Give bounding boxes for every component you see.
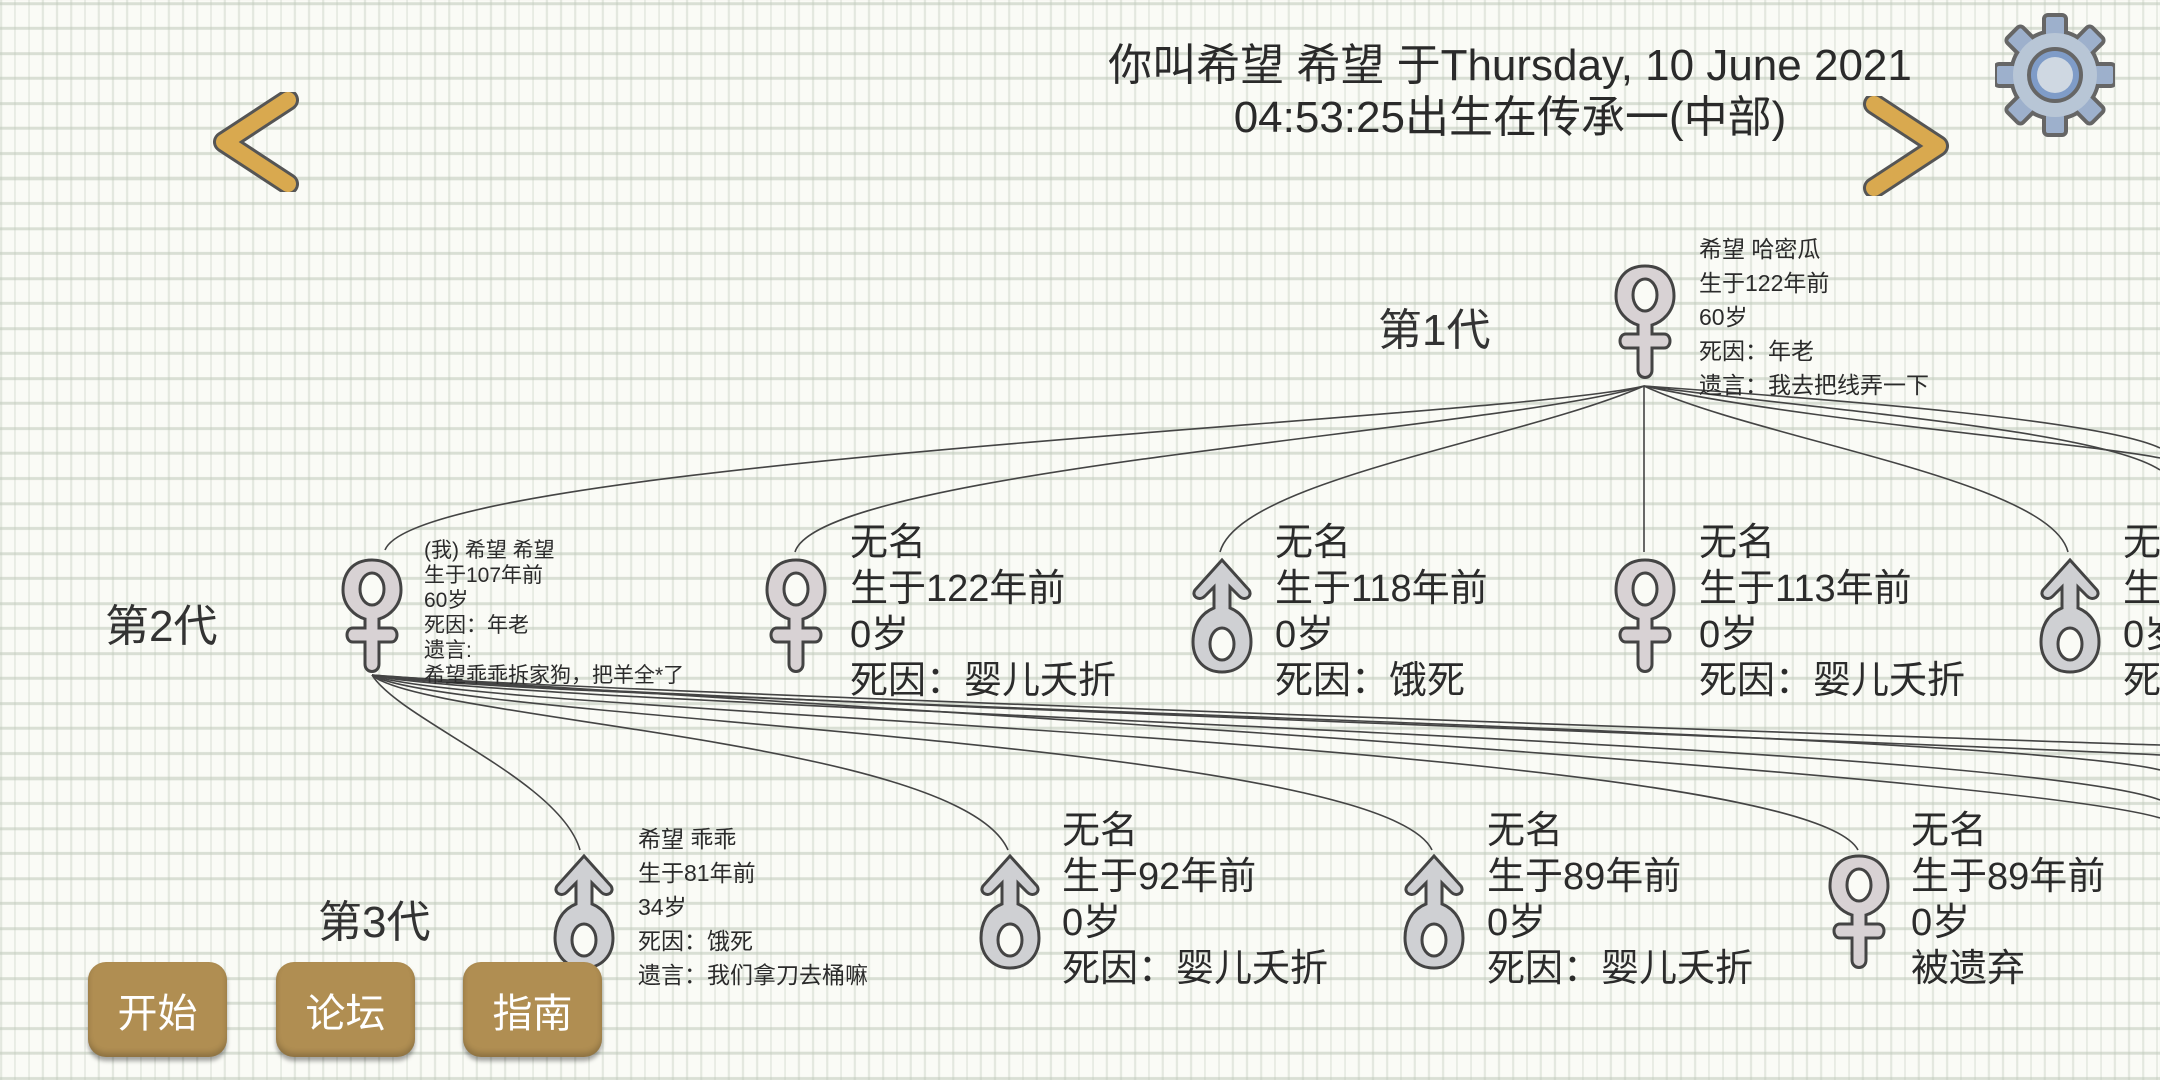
link	[371, 674, 1433, 851]
person-info-line: 死因：年老	[1699, 338, 1814, 364]
person-info-line: 0岁	[1062, 902, 1122, 944]
person-info-line: (我) 希望 希望	[424, 539, 555, 562]
person-info: 希望 哈密瓜生于122年前 60岁死因：年老遗言：我去把线弄一下	[1699, 232, 1929, 402]
generation-label: 第3代	[318, 898, 431, 947]
person-info-line: 0岁	[1487, 902, 1547, 944]
person-info-line: 生	[2123, 568, 2160, 610]
person-info-line: 无名	[1699, 522, 1776, 564]
person-info-line: 无名	[850, 522, 927, 564]
person-info-line: 无	[2123, 522, 2160, 564]
person-info-line: 死因：年老	[424, 614, 529, 637]
link	[371, 674, 2160, 756]
person-info-line: 0岁	[1911, 902, 1971, 944]
title-line-2: 04:53:25出生在传承一(中部)	[1233, 93, 1787, 142]
person-info-line: 死因：婴儿夭折	[1487, 948, 1754, 990]
person-info-line: 生于89年前	[1487, 856, 1682, 898]
person-info-line: 无名	[1062, 810, 1139, 852]
person-info-line: 60岁	[1699, 304, 1748, 330]
person-info-line: 遗言:	[424, 639, 472, 662]
female-symbol-icon[interactable]	[761, 556, 831, 674]
person-info: 无生0岁死	[2123, 520, 2160, 704]
person-info-line: 被遗弃	[1911, 948, 2026, 990]
person-info-line: 生于122年前	[1699, 270, 1830, 296]
person-info-line: 无名	[1911, 810, 1988, 852]
person-info-line: 希望 乖乖	[638, 826, 737, 852]
forum-button[interactable]: 论坛	[276, 962, 415, 1057]
person-info: 希望 乖乖生于81年前 34岁死因：饿死遗言：我们拿刀去桶嘛	[638, 822, 868, 992]
male-symbol-icon[interactable]	[975, 852, 1045, 970]
male-symbol-icon[interactable]	[2035, 556, 2105, 674]
person-info-line: 生于122年前	[850, 568, 1066, 610]
link	[1643, 385, 2160, 449]
birth-info-title: 你叫希望 希望 于Thursday, 10 June 2021 04:53:25…	[1050, 40, 1970, 144]
chevron-right-icon[interactable]	[1862, 96, 1952, 196]
link	[794, 385, 1645, 553]
link	[1643, 385, 2069, 553]
person-info-line: 0岁	[850, 614, 910, 656]
person-info-line: 死因：饿死	[638, 928, 753, 954]
person-info-line: 死因：婴儿夭折	[1699, 660, 1966, 702]
female-symbol-icon[interactable]	[1610, 262, 1680, 380]
link	[371, 674, 1009, 851]
person-info-line: 死因：饿死	[1275, 660, 1466, 702]
link	[371, 674, 2160, 801]
link	[1643, 385, 2160, 459]
male-symbol-icon[interactable]	[1399, 852, 1469, 970]
person-info-line: 希望 哈密瓜	[1699, 236, 1821, 262]
gear-icon[interactable]	[1995, 10, 2115, 140]
person-info-line: 生于81年前	[638, 860, 756, 886]
person-info-line: 60岁	[424, 589, 469, 612]
link	[371, 674, 581, 851]
person-info-line: 希望乖乖拆家狗，把羊全*了	[424, 664, 685, 687]
person-info-line: 0岁	[1275, 614, 1335, 656]
link	[384, 385, 1645, 551]
person-info-line: 无名	[1275, 522, 1352, 564]
link	[1643, 385, 2160, 471]
link	[1219, 385, 1645, 553]
person-info-line: 遗言：我们拿刀去桶嘛	[638, 962, 868, 988]
generation-label: 第2代	[105, 602, 218, 651]
person-info-line: 生于113年前	[1699, 568, 1912, 610]
person-info-line: 死因：婴儿夭折	[850, 660, 1117, 702]
female-symbol-icon[interactable]	[337, 556, 407, 674]
person-info-line: 0岁	[1699, 614, 1759, 656]
person-info-line: 死因：婴儿夭折	[1062, 948, 1329, 990]
title-line-1: 你叫希望 希望 于Thursday, 10 June 2021	[1108, 41, 1912, 90]
link	[371, 674, 2160, 746]
female-symbol-icon[interactable]	[1610, 556, 1680, 674]
person-info-line: 生于89年前	[1911, 856, 2106, 898]
link	[371, 674, 2160, 771]
chevron-left-icon[interactable]	[210, 92, 300, 192]
person-info-line: 生于118年前	[1275, 568, 1488, 610]
link	[371, 674, 2160, 819]
person-info-line: 生于92年前	[1062, 856, 1257, 898]
link	[371, 674, 1859, 851]
person-info-line: 遗言：我去把线弄一下	[1699, 372, 1929, 398]
person-info-line: 34岁	[638, 894, 687, 920]
female-symbol-icon[interactable]	[1824, 852, 1894, 970]
person-info-line: 0岁	[2123, 614, 2160, 656]
start-button[interactable]: 开始	[88, 962, 227, 1057]
person-info-line: 死	[2123, 660, 2160, 702]
generation-label: 第1代	[1378, 306, 1491, 355]
male-symbol-icon[interactable]	[549, 852, 619, 970]
person-info-line: 生于107年前	[424, 564, 544, 587]
person-info-line: 无名	[1487, 810, 1564, 852]
male-symbol-icon[interactable]	[1187, 556, 1257, 674]
guide-button[interactable]: 指南	[463, 962, 602, 1057]
